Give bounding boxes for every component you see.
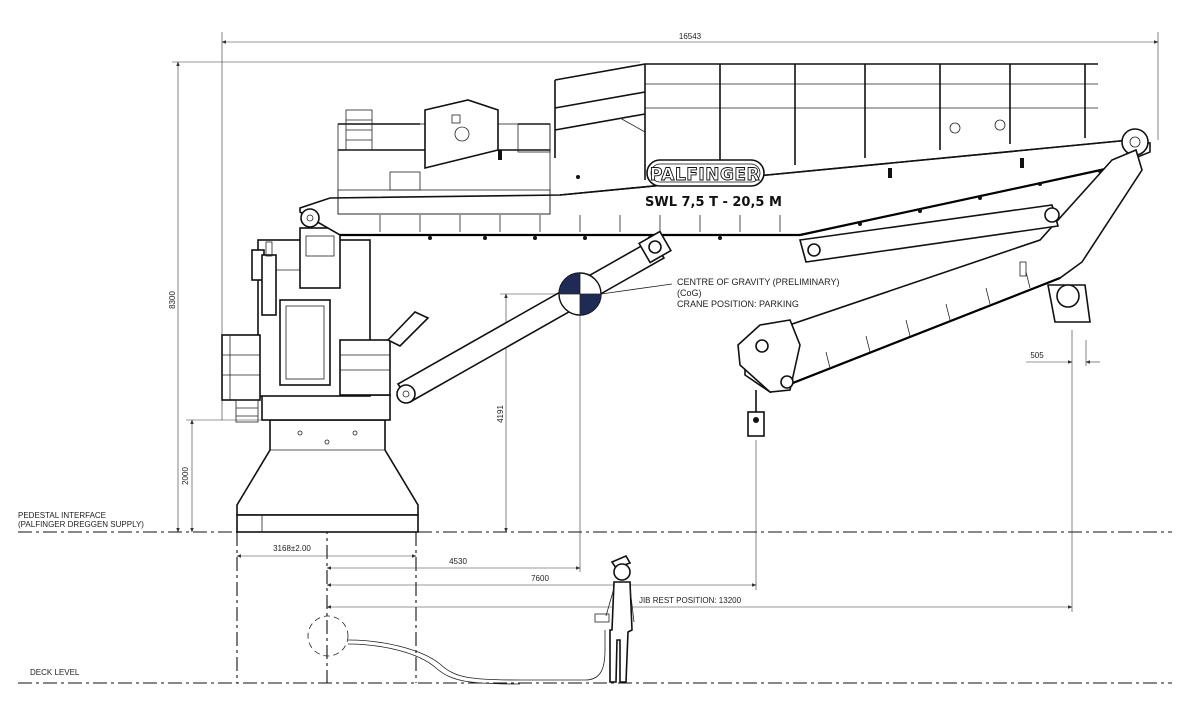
slewing-column (251, 227, 430, 421)
dim-pedestal-height-label: 2000 (181, 467, 190, 485)
dim-cog-radius-label: 4530 (449, 557, 467, 566)
dim-overall-length-label: 16543 (679, 32, 702, 41)
cog-label-line3: CRANE POSITION: PARKING (677, 299, 799, 309)
main-luffing-cylinder (396, 230, 672, 404)
control-box (594, 613, 610, 623)
dim-jib-rest-label: JIB REST POSITION: 13200 (639, 596, 742, 605)
dim-overall-height-label: 8300 (168, 291, 177, 309)
deck-level-label: DECK LEVEL (30, 668, 80, 677)
jib-cylinder (798, 204, 1060, 263)
swl-label: SWL 7,5 T - 20,5 M (645, 195, 782, 210)
dim-jib-offset-label: 505 (1030, 351, 1044, 360)
brand-logo-text: PALFINGER (650, 165, 760, 185)
folding-jib (737, 148, 1143, 437)
pedestal-supply-label: (PALFINGER DREGGEN SUPPLY) (18, 520, 144, 529)
centre-of-gravity-symbol: CENTRE OF GRAVITY (PRELIMINARY) (CoG) CR… (558, 272, 840, 316)
dim-cog-height-label: 4191 (496, 405, 505, 423)
dimension-hook-radius: 7600 (326, 440, 757, 590)
hook-block (747, 411, 765, 437)
slew-ring-outline (307, 615, 349, 657)
dimension-overall-height: 8300 (168, 61, 640, 533)
human-scale-figure (605, 554, 635, 683)
dimension-jib-offset: 505 (1026, 340, 1100, 366)
boom-hinge (300, 208, 320, 228)
pedestal (236, 419, 419, 533)
jib-head (737, 319, 801, 393)
service-platform-left (221, 334, 261, 423)
dim-pedestal-width-label: 3168±2.00 (273, 544, 311, 553)
winch-platform (337, 99, 551, 215)
cog-label-line2: (CoG) (677, 288, 702, 298)
slew-handle (386, 311, 430, 347)
boom-branding: PALFINGER SWL 7,5 T - 20,5 M (645, 159, 782, 210)
dim-hook-radius-label: 7600 (531, 574, 549, 583)
winch-housing (424, 99, 499, 170)
main-boom (299, 119, 1151, 240)
pedestal-interface-label: PEDESTAL INTERFACE (18, 511, 106, 520)
cog-label-line1: CENTRE OF GRAVITY (PRELIMINARY) (677, 277, 840, 287)
dimension-pedestal-height: 2000 (181, 419, 268, 533)
pedestal-interface-line: PEDESTAL INTERFACE (PALFINGER DREGGEN SU… (18, 511, 1172, 533)
deck-level-line: DECK LEVEL (18, 668, 1172, 684)
dimension-pedestal-width: 3168±2.00 (236, 544, 417, 558)
dimension-cog-radius: 4530 (326, 315, 581, 572)
boom-walkway-railing (554, 63, 1098, 180)
dimension-jib-rest: JIB REST POSITION: 13200 (326, 330, 1073, 612)
